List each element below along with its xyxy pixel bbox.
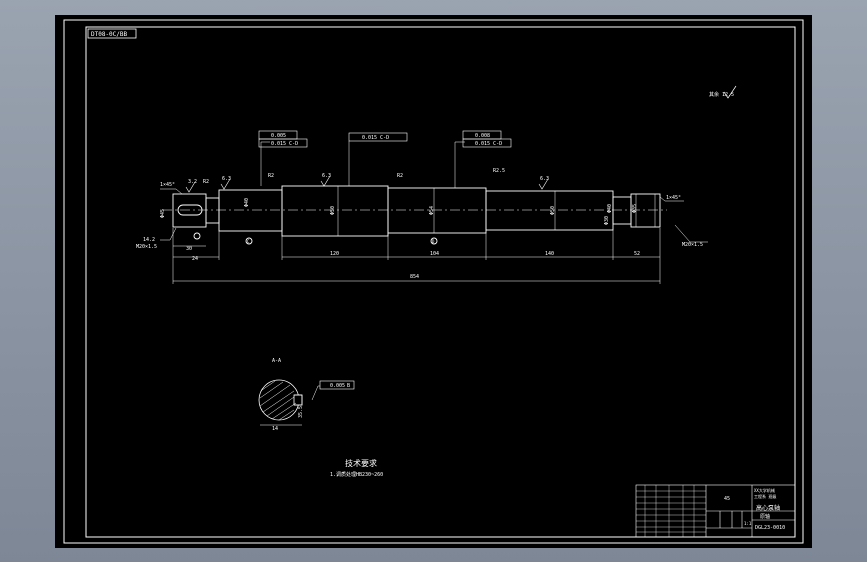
section-title: A-A <box>272 358 281 364</box>
dim-6: 52 <box>634 251 640 257</box>
fillet-1: R2 <box>203 179 209 185</box>
tol-frame-2 <box>348 132 408 142</box>
roughness-mark-3: 6.3 <box>322 173 331 179</box>
tol-frame-1b <box>258 138 308 148</box>
tech-req-item: 1.调质处理HB230~260 <box>330 471 383 478</box>
section-dim-depth: 35.5 <box>298 406 304 418</box>
title-scale: 1:1 <box>744 521 752 526</box>
school-line-1: XX大学机械 <box>754 487 775 493</box>
tol-1b: 0.015 C-D <box>271 141 298 147</box>
right-end-seg <box>630 193 661 228</box>
dia-4: Φ50 <box>550 206 556 215</box>
keyway-left <box>177 204 203 216</box>
code-box-text: DT08-0C/BB <box>91 31 128 38</box>
chamfer-left: 1×45° <box>160 182 175 188</box>
datum-c: C <box>247 239 250 244</box>
datum-d: D <box>432 239 435 244</box>
school-line-2: 工程系 班级 <box>754 493 776 499</box>
dim-5: 140 <box>545 251 554 257</box>
dia-7: Φ35 <box>632 204 638 213</box>
chamfer-right: 1×45° <box>666 195 681 201</box>
dia-3: Φ54 <box>429 206 435 215</box>
thread-left: M20×1.5 <box>136 244 157 250</box>
tech-req-title: 技术要求 <box>345 458 377 468</box>
dim-4: 104 <box>430 251 439 257</box>
keyway-note: 14.2 <box>143 237 155 243</box>
datum-d-circle <box>430 237 438 245</box>
roughness-mark-2: 6.3 <box>222 176 231 182</box>
section-tol-frame <box>319 380 355 390</box>
section-dim-width: 14 <box>272 426 278 432</box>
section-view <box>258 379 355 426</box>
roughness-other: 其余 12.5 <box>709 91 734 98</box>
inner-frame <box>85 26 796 538</box>
section-keyway <box>294 394 303 406</box>
fillet-2: R2 <box>268 173 274 179</box>
fillet-3: R2 <box>397 173 403 179</box>
roughness-mark-1: 3.2 <box>188 179 197 185</box>
dim-3: 120 <box>330 251 339 257</box>
dia-8: Φ30 <box>604 216 610 225</box>
title-material: 45 <box>724 496 730 502</box>
dim-total: 854 <box>410 274 419 280</box>
tol-3a: 0.008 <box>475 133 490 139</box>
tol-1a: 0.005 <box>271 133 286 139</box>
dia-5: Φ45 <box>160 209 166 218</box>
shaft-view <box>160 130 708 284</box>
tol-2: 0.015 C-D <box>362 135 389 141</box>
code-box <box>87 28 137 39</box>
dia-2: Φ50 <box>330 206 336 215</box>
datum-c-circle <box>245 237 253 245</box>
roughness-symbol <box>723 85 737 99</box>
part-sub: 原轴 <box>760 513 770 520</box>
dim-1: 24 <box>192 256 198 262</box>
section-tol: 0.005 <box>330 383 345 389</box>
dia-6: Φ40 <box>607 204 613 213</box>
tol-frame-3b <box>462 138 512 148</box>
drawing-no: DGL23-0010 <box>755 525 785 531</box>
title-block <box>635 484 796 538</box>
paper <box>55 15 812 548</box>
fillet-4: R2.5 <box>493 168 505 174</box>
dim-2: 30 <box>186 246 192 252</box>
outer-frame <box>63 19 804 544</box>
tol-3b: 0.015 C-D <box>475 141 502 147</box>
part-name: 高心泵轴 <box>756 504 780 512</box>
dia-1: Φ40 <box>244 198 250 207</box>
roughness-mark-4: 6.3 <box>540 176 549 182</box>
section-datum: B <box>347 383 350 389</box>
thread-right: M20×1.5 <box>682 242 703 248</box>
